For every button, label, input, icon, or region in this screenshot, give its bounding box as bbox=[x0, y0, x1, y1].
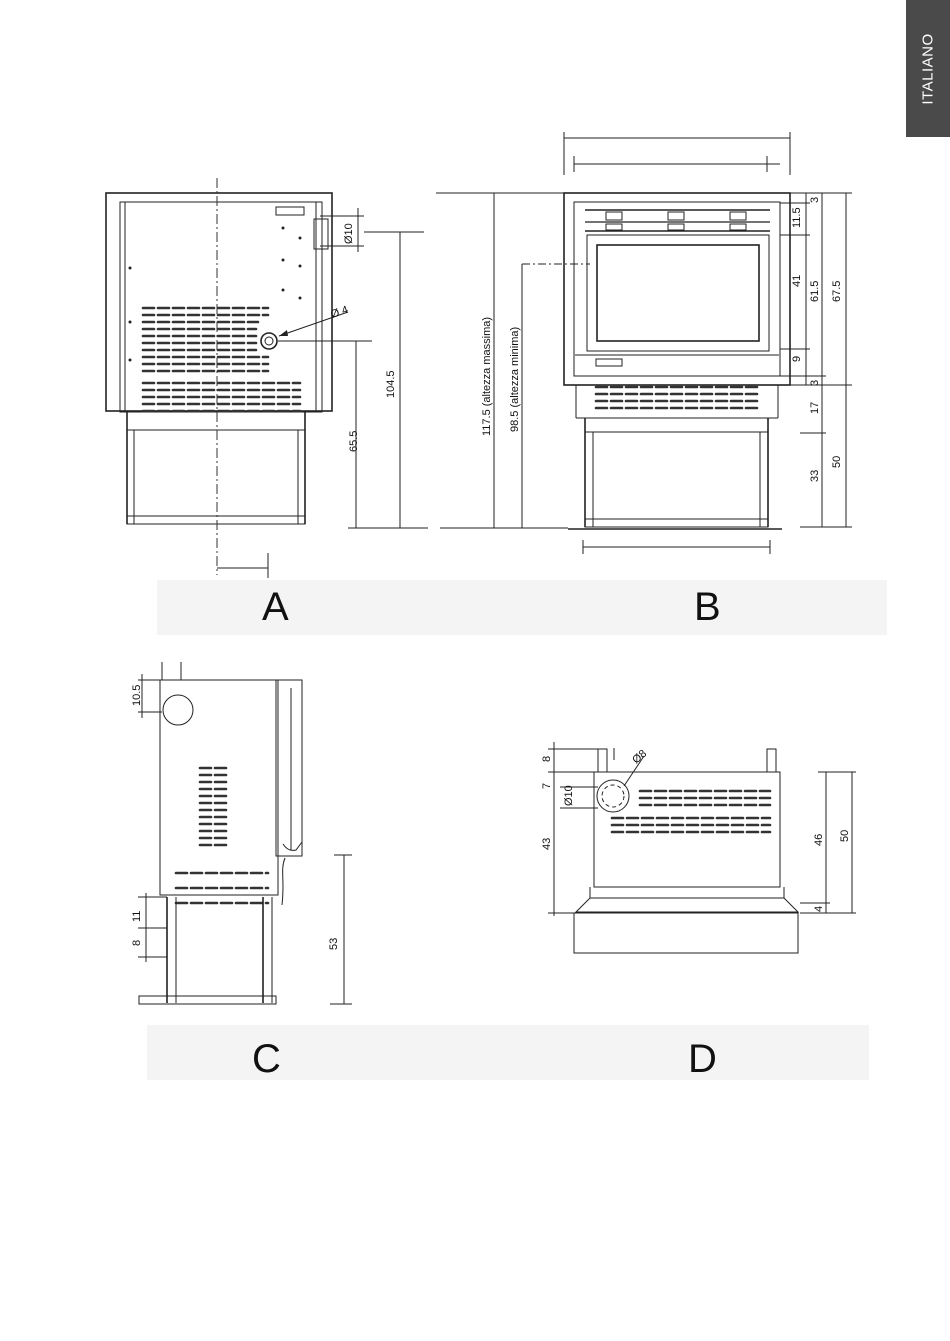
view-c-stand bbox=[139, 897, 276, 1004]
svg-text:104.5: 104.5 bbox=[385, 370, 397, 398]
view-b: 117.5 (altezza massima) 98.5 (altezza mi… bbox=[436, 132, 852, 554]
view-b-glass-frame bbox=[587, 235, 769, 351]
svg-text:61.5: 61.5 bbox=[809, 281, 821, 302]
svg-text:Ø8: Ø8 bbox=[630, 748, 649, 767]
svg-text:3: 3 bbox=[809, 380, 821, 386]
view-b-letter: B bbox=[694, 585, 721, 629]
svg-text:117.5 (altezza massima): 117.5 (altezza massima) bbox=[481, 317, 493, 436]
view-b-inner-frame bbox=[574, 202, 780, 376]
view-c-body bbox=[160, 680, 278, 895]
svg-text:7: 7 bbox=[541, 783, 553, 789]
view-a-frame bbox=[106, 193, 332, 411]
view-d: 8 7 Ø10 43 Ø8 46 50 4 bbox=[541, 742, 856, 953]
view-a-dim-flue: Ø10 bbox=[320, 208, 364, 252]
view-a-dim-heights: 104.5 65.5 bbox=[278, 232, 428, 528]
svg-text:11.5: 11.5 bbox=[791, 207, 803, 228]
svg-text:10.5: 10.5 bbox=[131, 685, 143, 706]
view-d-dims: 8 7 Ø10 43 Ø8 46 50 4 bbox=[541, 742, 856, 916]
view-a-pipe-hole bbox=[261, 333, 277, 349]
svg-text:17: 17 bbox=[809, 402, 821, 414]
view-b-vent-grille bbox=[596, 387, 760, 408]
svg-text:8: 8 bbox=[541, 756, 553, 762]
svg-text:50: 50 bbox=[831, 456, 843, 468]
view-c: 10.5 11 8 53 bbox=[131, 662, 352, 1004]
view-c-dims: 10.5 11 8 53 bbox=[131, 674, 352, 1004]
view-d-base-plate bbox=[576, 898, 798, 912]
view-b-stand bbox=[568, 418, 782, 529]
view-a-stand bbox=[127, 412, 305, 524]
view-b-dim-top bbox=[564, 132, 790, 175]
svg-text:Ø10: Ø10 bbox=[563, 785, 575, 806]
view-d-base bbox=[574, 913, 798, 953]
svg-text:50: 50 bbox=[839, 830, 851, 842]
svg-text:4: 4 bbox=[813, 906, 825, 912]
svg-text:53: 53 bbox=[328, 938, 340, 950]
svg-text:65.5: 65.5 bbox=[348, 431, 360, 452]
svg-text:43: 43 bbox=[541, 838, 553, 850]
svg-text:11: 11 bbox=[131, 911, 143, 922]
view-d-body bbox=[594, 772, 780, 887]
view-a-label-plate bbox=[276, 207, 304, 215]
svg-text:Ø10: Ø10 bbox=[343, 223, 355, 244]
view-a-dim-bottom bbox=[217, 553, 268, 578]
svg-text:8: 8 bbox=[131, 940, 143, 946]
svg-text:3: 3 bbox=[809, 197, 821, 203]
view-b-control-panel bbox=[596, 359, 622, 366]
view-a-dim-pipe: Ø 4 bbox=[279, 304, 350, 336]
view-d-letter: D bbox=[688, 1037, 717, 1081]
view-a: Ø10 Ø 4 104.5 65.5 bbox=[106, 178, 428, 578]
view-b-dim-left: 117.5 (altezza massima) 98.5 (altezza mi… bbox=[436, 193, 590, 528]
svg-text:9: 9 bbox=[791, 356, 803, 362]
view-d-vents bbox=[612, 791, 770, 832]
svg-text:67.5: 67.5 bbox=[831, 281, 843, 302]
svg-text:46: 46 bbox=[813, 834, 825, 846]
view-a-vent-grille bbox=[143, 308, 300, 411]
view-c-flue bbox=[163, 695, 193, 725]
svg-text:98.5 (altezza minima): 98.5 (altezza minima) bbox=[509, 327, 521, 432]
svg-text:33: 33 bbox=[809, 470, 821, 482]
view-a-letter: A bbox=[262, 585, 289, 629]
view-b-upper-grille bbox=[585, 210, 770, 231]
view-b-dim-bottom bbox=[583, 540, 770, 554]
view-c-letter: C bbox=[252, 1037, 281, 1081]
view-c-front-frame bbox=[276, 680, 302, 856]
view-c-side-vents bbox=[176, 768, 268, 903]
view-b-glass bbox=[597, 245, 759, 341]
svg-text:41: 41 bbox=[791, 275, 803, 287]
